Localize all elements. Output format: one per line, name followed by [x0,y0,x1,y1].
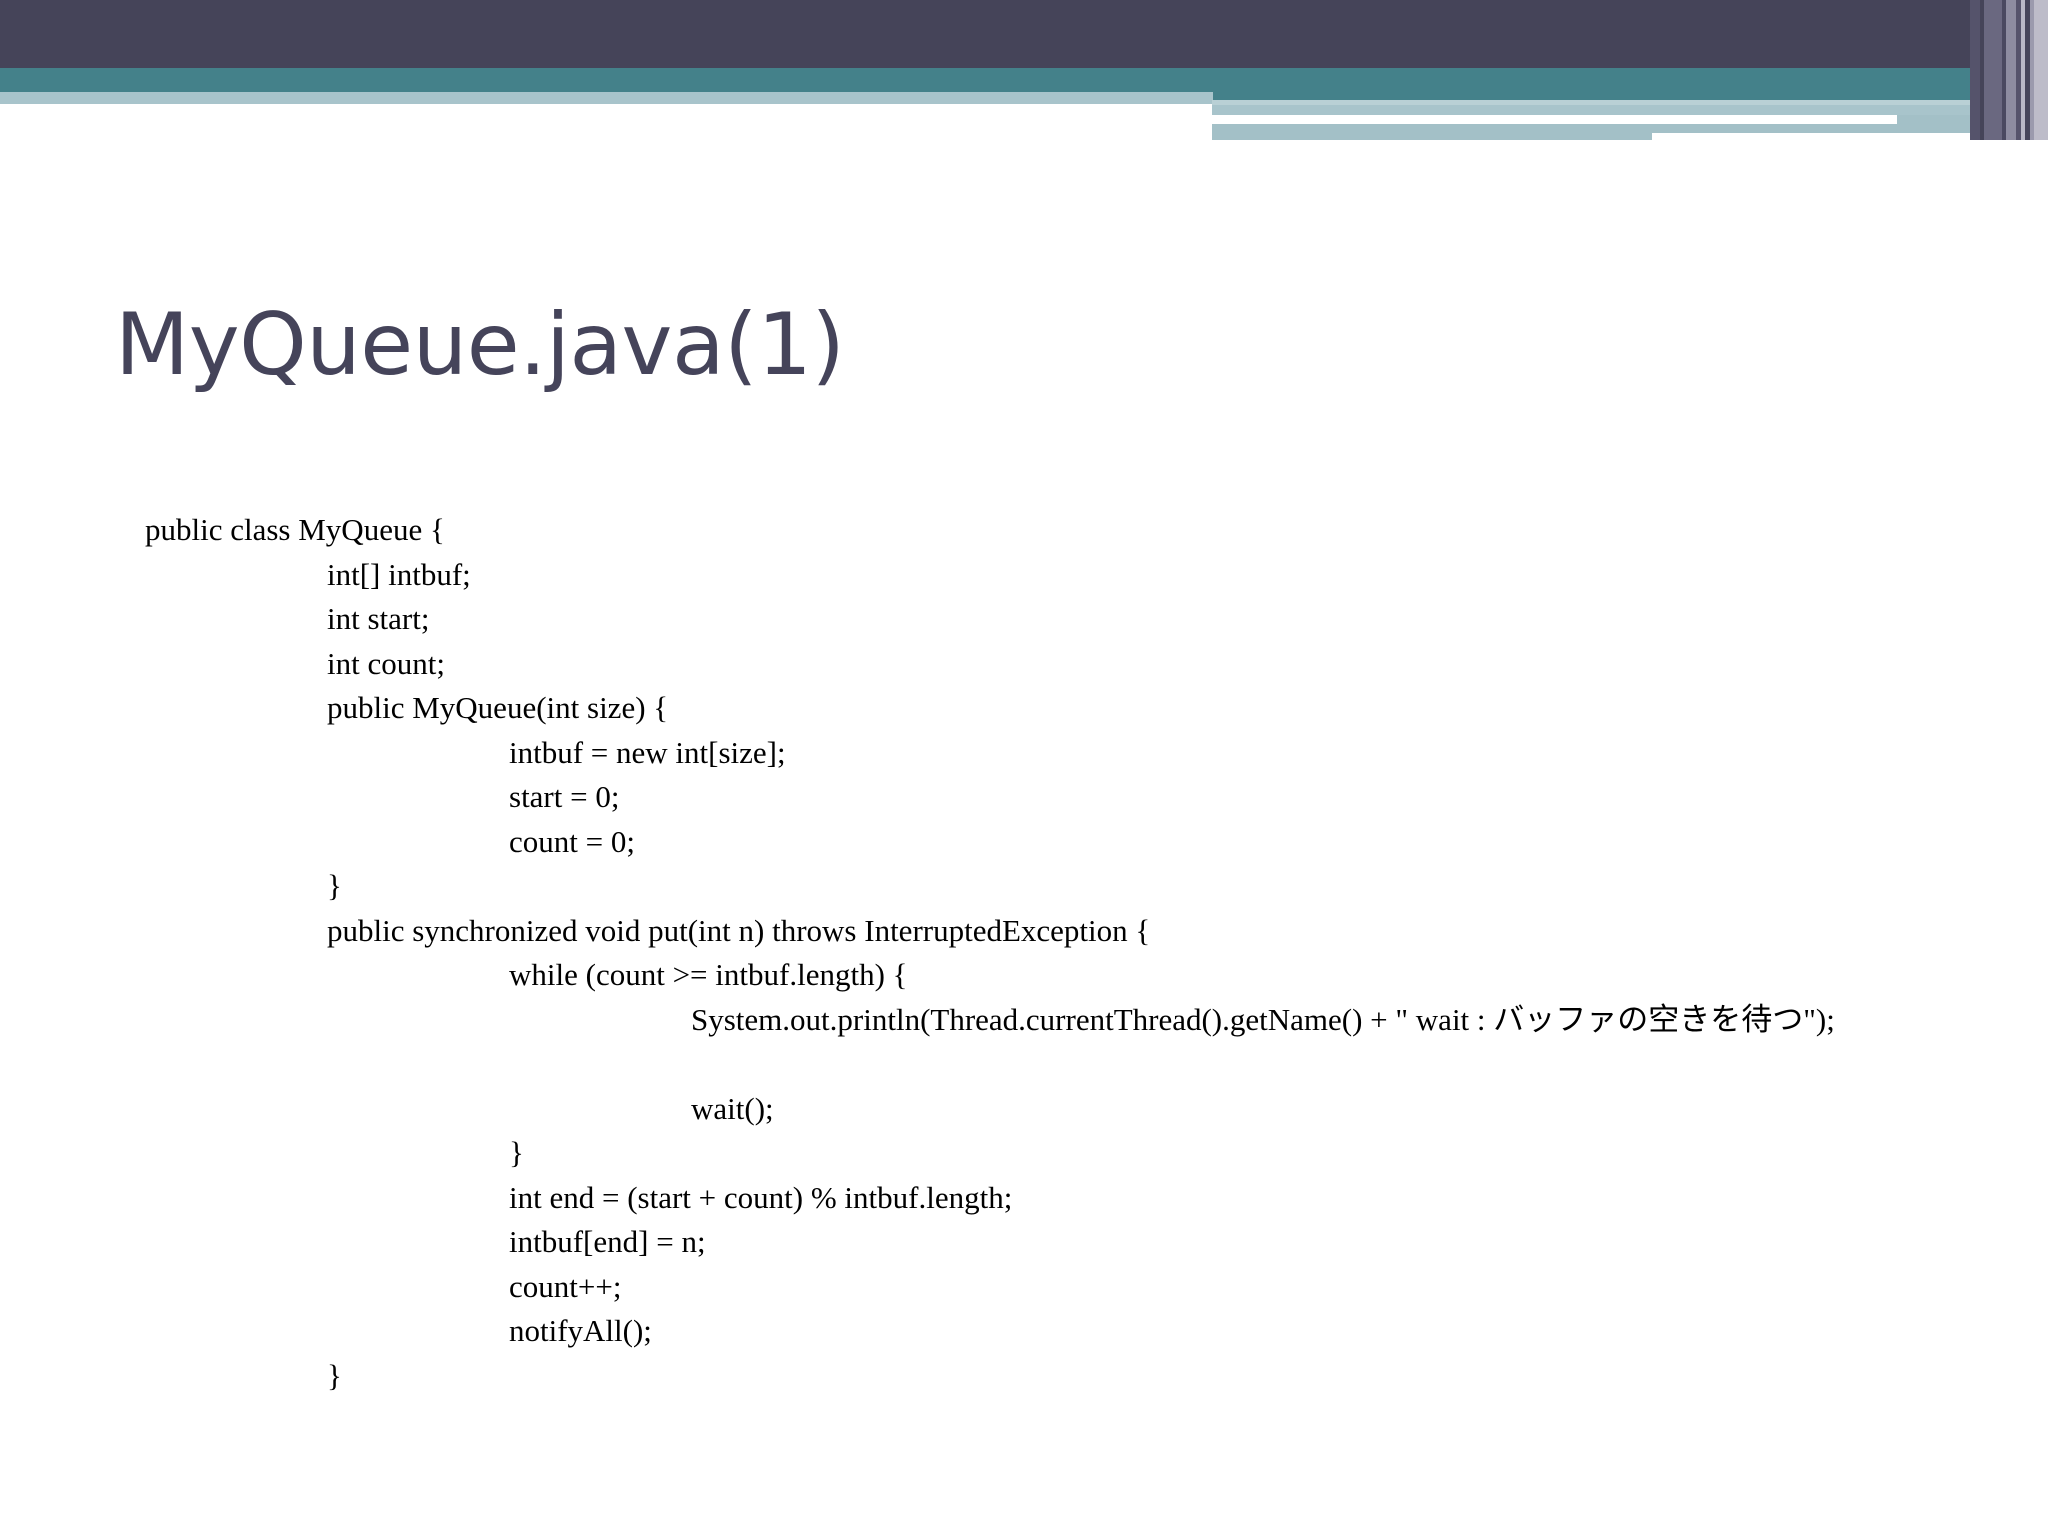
edge-stripe-9 [2034,0,2048,140]
code-line: while (count >= intbuf.length) { [509,957,908,992]
code-line: wait(); [691,1090,774,1126]
edge-stripe-2 [1984,0,2002,140]
code-blank-line [145,1042,1905,1087]
code-line: } [509,1135,524,1170]
edge-stripe-8 [2030,0,2034,140]
code-line: public synchronized void put(int n) thro… [327,912,1151,948]
code-text-cjk: バッファの空きを待つ [1493,1001,1804,1038]
edge-stripe-3 [2002,0,2006,140]
code-line: count++; [509,1268,622,1304]
edge-stripe-1 [1980,0,1984,140]
code-block: public class MyQueue { int[] intbuf; int s… [145,508,1905,1398]
code-line: public MyQueue(int size) { [327,690,669,725]
edge-stripe-4 [2006,0,2016,140]
code-line: int[] intbuf; [327,556,471,592]
header-band-light-highlight [1212,100,2048,105]
page-title: MyQueue.java(1) [115,295,845,395]
edge-stripe-6 [2021,0,2025,140]
header-band-teal-step [1212,68,2048,100]
header-band-white-gap [1212,115,1897,124]
header-edge-stripes [1970,0,2048,140]
header-band-white-notch [1652,133,2048,150]
header-band-dark [0,0,2048,68]
edge-stripe-0 [1970,0,1980,140]
edge-stripe-5 [2016,0,2021,140]
code-line: System.out.println(Thread.currentThread(… [691,1001,1835,1038]
code-line: notifyAll(); [509,1313,652,1348]
header-band-light-left [0,92,1213,104]
code-line: intbuf = new int[size]; [509,734,786,770]
code-line: count = 0; [509,823,635,859]
code-line: } [327,868,342,903]
edge-stripe-7 [2025,0,2030,140]
code-line: int start; [327,601,430,636]
code-line: } [327,1357,342,1393]
code-line: start = 0; [509,779,620,814]
slide-header-decoration [0,0,2048,150]
code-line: public class MyQueue { [145,512,445,547]
code-line: intbuf[end] = n; [509,1224,706,1259]
code-line: int count; [327,645,445,681]
code-line: int end = (start + count) % intbuf.lengt… [509,1179,1013,1215]
